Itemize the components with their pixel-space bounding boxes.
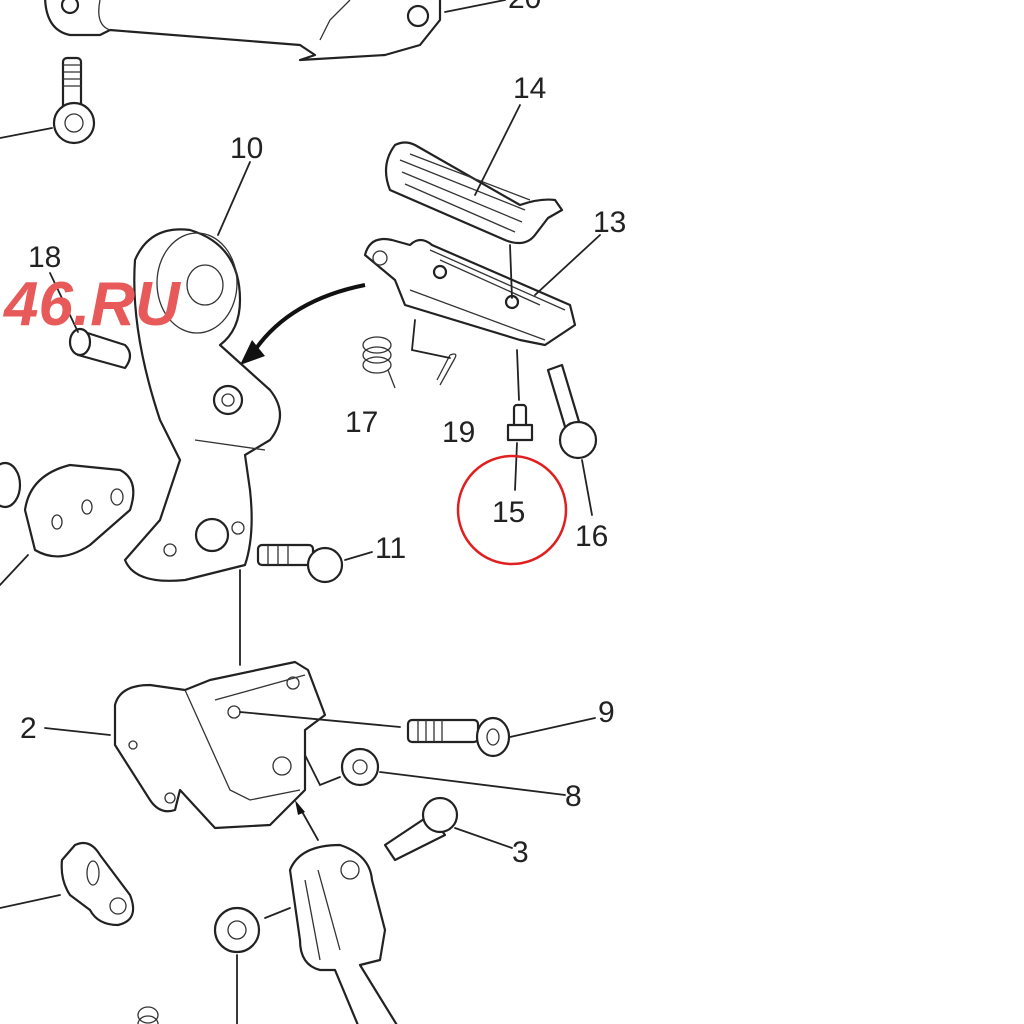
part-top-bracket[interactable] (44, 0, 442, 62)
callout-17: 17 (345, 406, 378, 439)
part-pin[interactable] (68, 327, 132, 370)
part-bolt-left[interactable] (52, 56, 96, 145)
part-bolt-9[interactable] (239, 711, 511, 758)
part-left-plate[interactable] (0, 461, 135, 558)
part-small-bracket[interactable] (60, 841, 135, 927)
callout-10: 10 (230, 132, 263, 165)
part-shoulder-bolt[interactable] (546, 363, 598, 460)
callout-16: 16 (575, 520, 608, 553)
part-footrest-arm[interactable] (123, 228, 282, 582)
callout-3: 3 (512, 836, 529, 869)
callout-15: 15 (492, 496, 525, 529)
part-spring-bottom[interactable] (137, 1006, 159, 1024)
arrow-icon (240, 340, 265, 365)
part-pin-3[interactable] (383, 796, 459, 862)
callout-13: 13 (593, 206, 626, 239)
part-sidestand[interactable] (288, 843, 400, 1024)
part-spring[interactable] (362, 336, 396, 389)
callout-11: 11 (375, 532, 406, 565)
watermark: 46.RU (2, 270, 182, 339)
part-main-bracket[interactable] (113, 660, 327, 830)
part-nut[interactable] (213, 906, 261, 954)
callout-19: 19 (442, 416, 475, 449)
callout-8: 8 (565, 780, 582, 813)
arrow-up-icon (295, 800, 305, 815)
callout-2: 2 (20, 712, 37, 745)
highlight-circle (456, 454, 568, 566)
callout-9: 9 (598, 696, 615, 729)
part-bolt-11[interactable] (256, 543, 344, 584)
part-washer[interactable] (340, 747, 380, 787)
callout-14: 14 (513, 72, 546, 105)
part-small-bolt[interactable] (506, 403, 534, 442)
part-cotter-pin[interactable] (436, 353, 457, 386)
svg-text:46.RU: 46.RU (2, 270, 182, 339)
part-footrest-bracket[interactable] (363, 237, 577, 347)
callout-20: 20 (508, 0, 541, 15)
part-footrest-rubber[interactable] (384, 141, 564, 245)
callout-18: 18 (28, 241, 61, 274)
